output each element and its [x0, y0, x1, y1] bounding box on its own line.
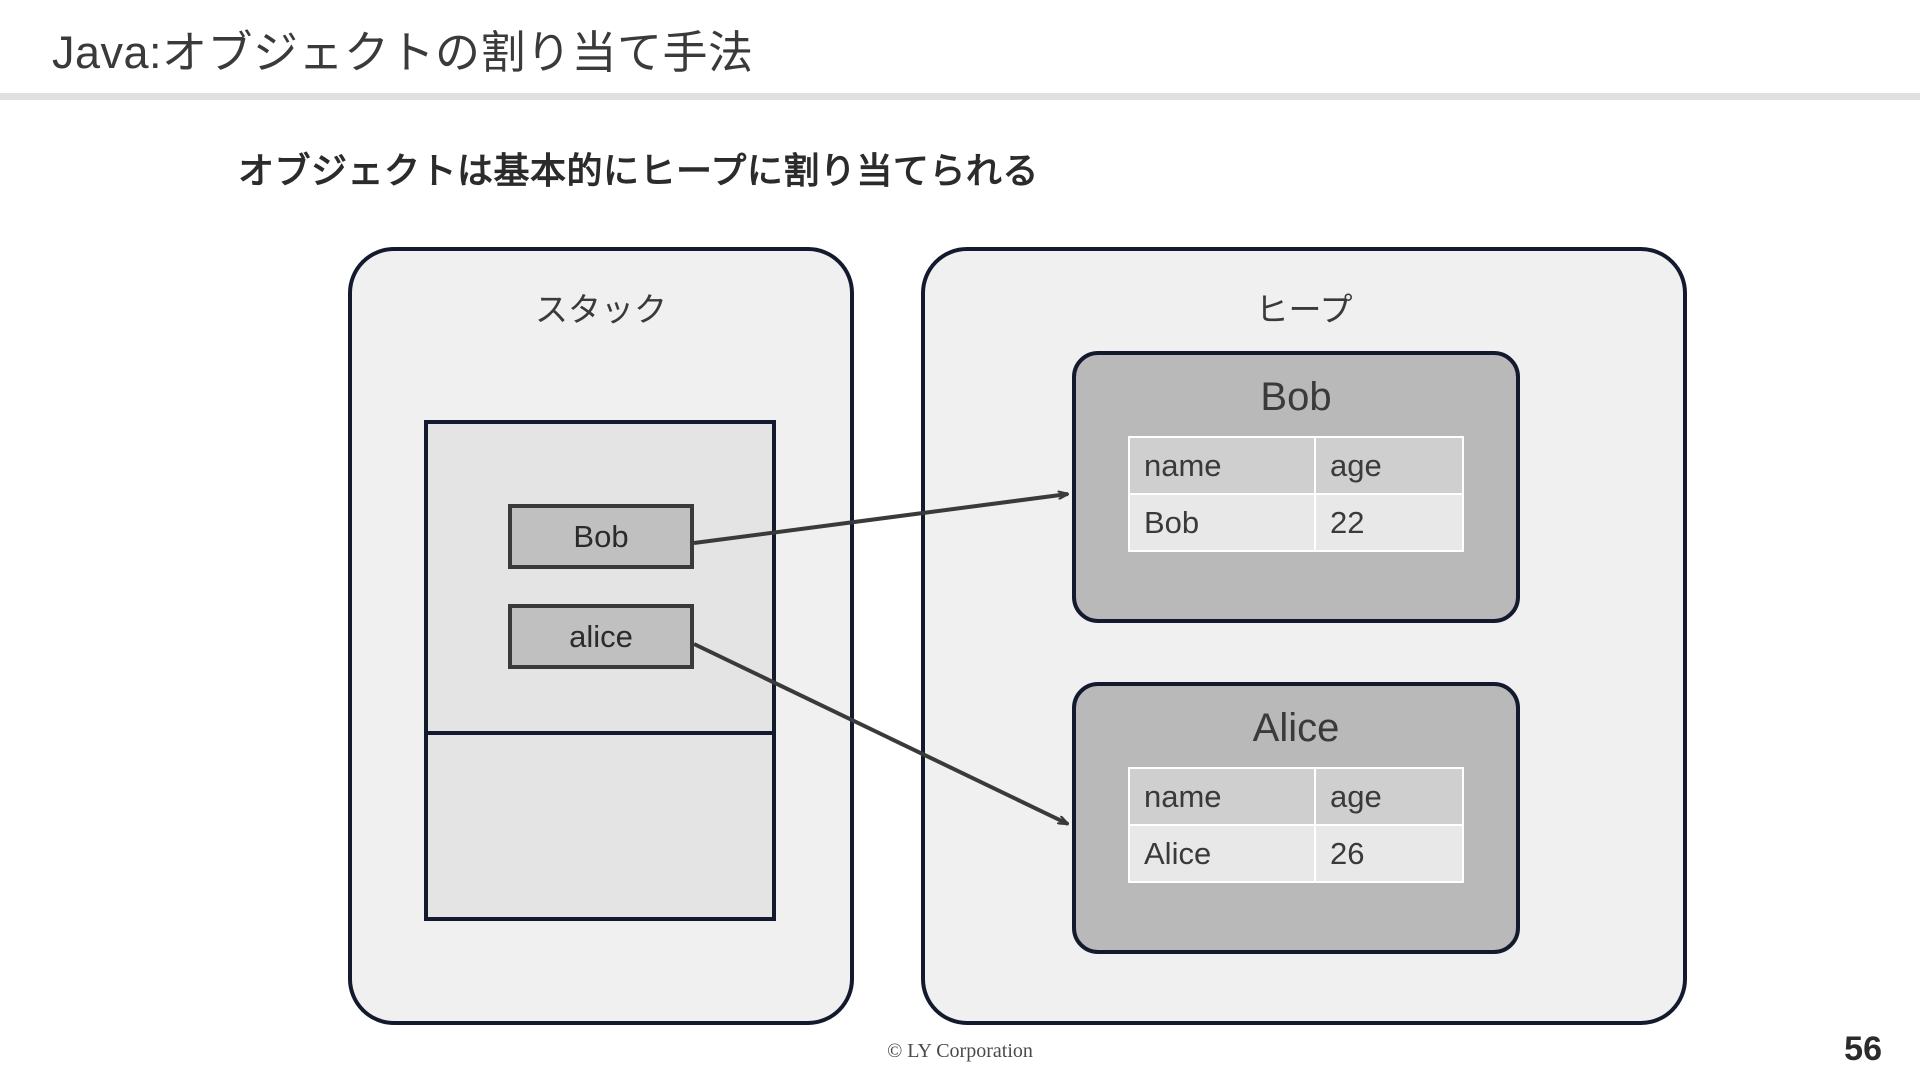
heap-object-alice[interactable]: Alice name age Alice 26 — [1072, 682, 1520, 954]
stack-variable-label: alice — [569, 618, 633, 654]
heap-object-bob[interactable]: Bob name age Bob 22 — [1072, 351, 1520, 623]
table-column-header-name: name — [1128, 767, 1316, 826]
table-header-row: name age — [1128, 436, 1464, 495]
table-column-header-name: name — [1128, 436, 1316, 495]
heap-object-title: Alice — [1252, 706, 1340, 750]
stack-frame-lower-slot — [428, 735, 772, 917]
stack-region-label: スタック — [535, 291, 667, 328]
header-divider — [0, 93, 1920, 100]
stack-variable-alice[interactable]: alice — [508, 604, 694, 669]
table-column-header-age: age — [1314, 767, 1464, 826]
stack-frame — [424, 420, 776, 921]
table-cell-age: 26 — [1314, 824, 1464, 883]
copyright-notice: © LY Corporation — [887, 1040, 1033, 1062]
table-cell-name: Alice — [1128, 824, 1316, 883]
table-cell-name: Bob — [1128, 493, 1316, 552]
heap-object-title: Bob — [1260, 375, 1332, 419]
page-number: 56 — [1844, 1030, 1882, 1068]
heap-region-label: ヒープ — [1255, 291, 1353, 328]
stack-frame-upper-slot — [428, 424, 772, 735]
stack-variable-bob[interactable]: Bob — [508, 504, 694, 569]
table-row: Alice 26 — [1128, 824, 1464, 883]
table-column-header-age: age — [1314, 436, 1464, 495]
table-header-row: name age — [1128, 767, 1464, 826]
stack-variable-label: Bob — [573, 518, 629, 554]
slide-subtitle: オブジェクトは基本的にヒープに割り当てられる — [238, 150, 1039, 191]
table-row: Bob 22 — [1128, 493, 1464, 552]
table-cell-age: 22 — [1314, 493, 1464, 552]
page-title: Java:オブジェクトの割り当て手法 — [52, 27, 754, 78]
heap-object-table: name age Bob 22 — [1128, 436, 1464, 552]
heap-object-table: name age Alice 26 — [1128, 767, 1464, 883]
